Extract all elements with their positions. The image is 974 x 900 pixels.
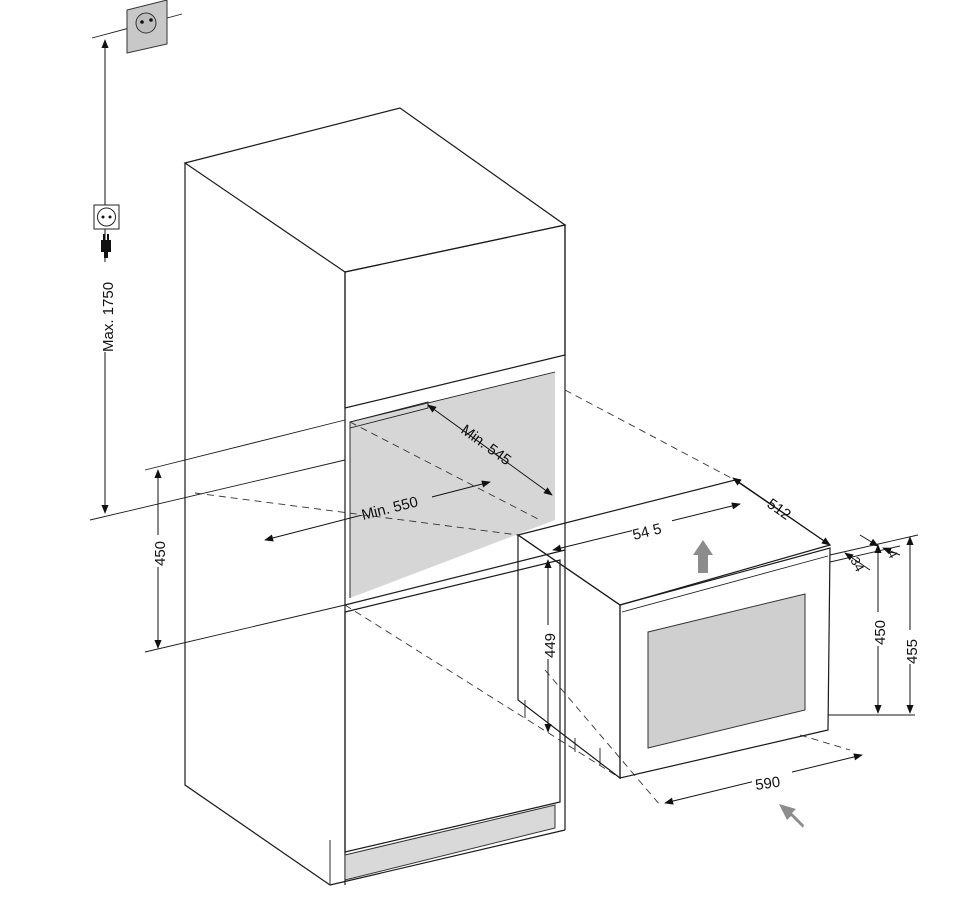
body-height-label: 449 [542, 633, 559, 658]
lower-panel [344, 559, 561, 853]
wall-socket-icon [91, 0, 183, 54]
glass-door-window [647, 593, 806, 749]
front-height-label: 450 [872, 620, 889, 645]
airflow-up-arrow-icon [693, 540, 713, 573]
upper-panel [344, 224, 566, 409]
socket-icon [93, 204, 120, 230]
niche-interior [350, 372, 555, 598]
plug-icon [101, 234, 111, 258]
total-height-label: 455 [904, 639, 921, 664]
front-width-label: 590 [754, 774, 781, 794]
appliance-depth-label: 512 [764, 495, 794, 523]
socket-height-label: Max. 1750 [100, 282, 117, 352]
plinth [344, 804, 556, 881]
niche-height-label: 450 [152, 541, 169, 566]
airflow-in-arrow-icon [779, 804, 804, 828]
door-thickness-label: 34 [847, 554, 867, 574]
appliance-width-label: 54 5 [631, 520, 663, 544]
